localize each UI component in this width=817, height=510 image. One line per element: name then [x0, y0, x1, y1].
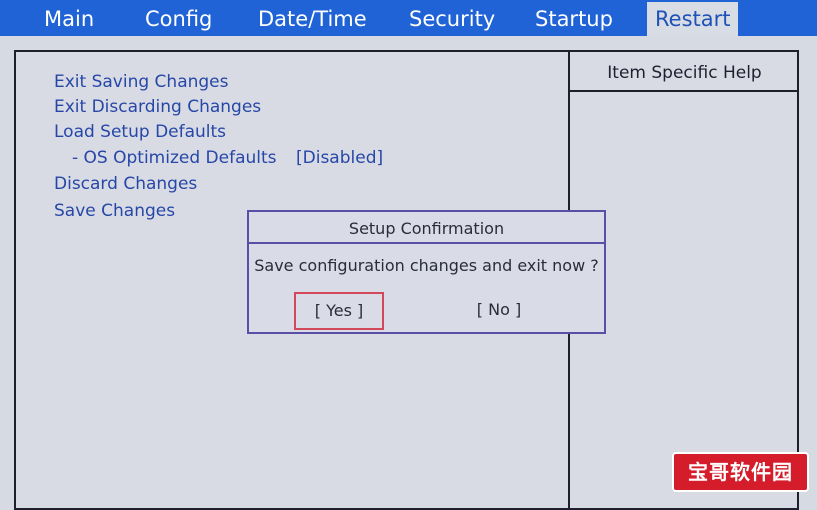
tab-config[interactable]: Config [145, 7, 213, 31]
menu-item-discard-changes[interactable]: Discard Changes [54, 174, 198, 194]
bios-menu-bar: Main Config Date/Time Security Startup R… [0, 0, 817, 36]
no-button[interactable]: [ No ] [476, 300, 522, 319]
tab-main[interactable]: Main [44, 7, 95, 31]
item-specific-help-header: Item Specific Help [570, 52, 799, 92]
menu-item-load-setup-defaults[interactable]: Load Setup Defaults [54, 122, 227, 142]
dialog-title: Setup Confirmation [249, 212, 604, 244]
site-watermark-logo: 宝哥软件园 [672, 452, 809, 492]
tab-startup[interactable]: Startup [535, 7, 613, 31]
yes-button[interactable]: [ Yes ] [294, 292, 384, 330]
menu-item-exit-discarding-changes[interactable]: Exit Discarding Changes [54, 97, 262, 117]
menu-item-os-optimized-defaults[interactable]: - OS Optimized Defaults [72, 148, 277, 168]
tab-security[interactable]: Security [409, 7, 496, 31]
tab-date-time[interactable]: Date/Time [258, 7, 367, 31]
dialog-message: Save configuration changes and exit now … [254, 256, 599, 275]
os-optimized-defaults-value[interactable]: [Disabled] [296, 148, 384, 168]
setup-confirmation-dialog: Setup Confirmation Save configuration ch… [247, 210, 606, 334]
menu-item-exit-saving-changes[interactable]: Exit Saving Changes [54, 72, 229, 92]
tab-restart[interactable]: Restart [647, 2, 739, 36]
menu-item-save-changes[interactable]: Save Changes [54, 201, 176, 221]
